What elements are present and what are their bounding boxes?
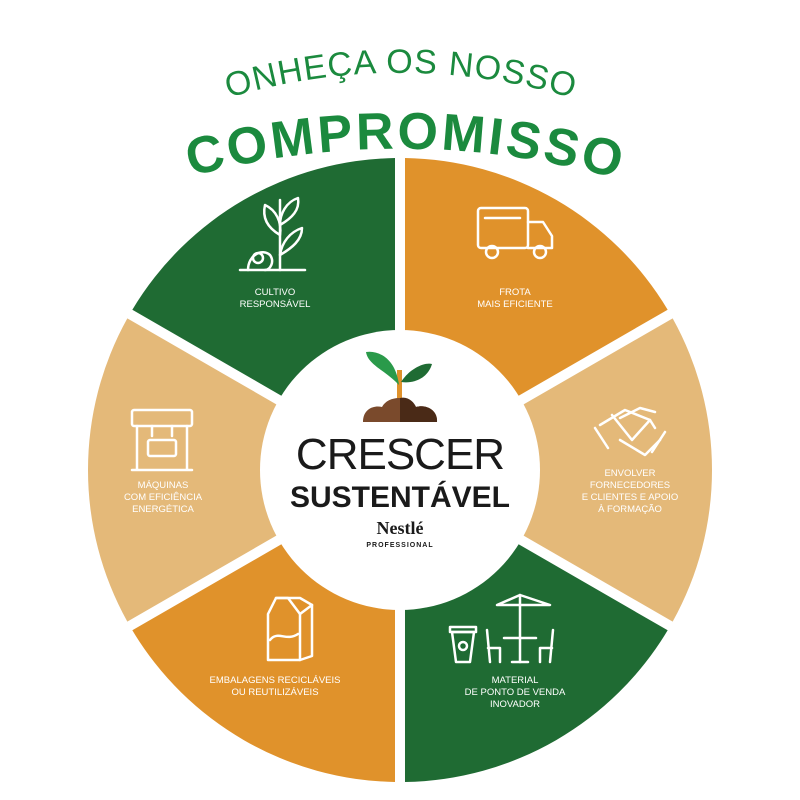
handshake-icon	[593, 406, 667, 457]
segment-label-material: MATERIAL DE PONTO DE VENDA INOVADOR	[464, 675, 566, 710]
segment-embalagens	[132, 534, 396, 782]
segment-envolver	[506, 318, 712, 622]
center-circle	[260, 330, 540, 610]
header-line1-wrap: CONHEÇA OS NOSSOS	[0, 40, 580, 105]
nestle-logo-sub: PROFESSIONAL	[366, 542, 434, 549]
coffee-machine-icon	[130, 408, 194, 472]
segment-cultivo	[132, 158, 396, 406]
segment-label-envolver: ENVOLVER FORNECEDORES E CLIENTES E APOIO…	[581, 468, 679, 515]
nestle-logo: Nestlé	[376, 518, 424, 538]
segment-label-maquinas: MÁQUINAS COM EFICIÊNCIA ENERGÉTICA	[123, 480, 203, 515]
carton-icon	[266, 596, 314, 662]
center-title-top: CRESCER	[295, 430, 505, 479]
segment-label-cultivo: CULTIVO RESPONSÁVEL	[239, 287, 311, 310]
sprout-icon	[363, 351, 438, 422]
segment-frota	[404, 158, 668, 406]
segment-material	[404, 534, 668, 782]
center-title-bottom: SUSTENTÁVEL	[289, 481, 511, 514]
segment-label-frota: FROTA MAIS EFICIENTE	[477, 287, 553, 310]
truck-icon	[476, 206, 554, 260]
cafe-table-icon	[448, 593, 555, 664]
segment-label-embalagens: EMBALAGENS RECICLÁVEIS OU REUTILIZÁVEIS	[209, 675, 341, 698]
plant-icon	[238, 196, 307, 272]
